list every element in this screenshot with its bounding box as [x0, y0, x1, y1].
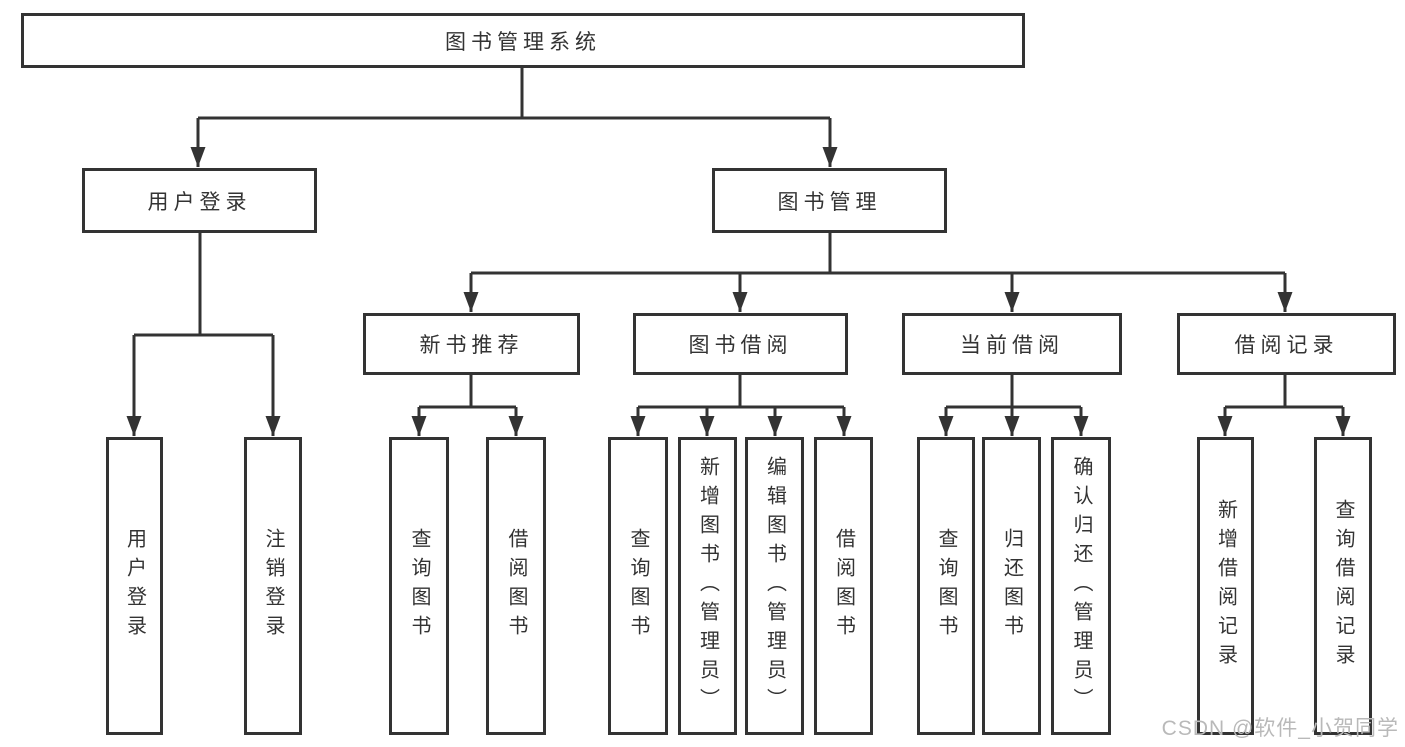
leaf-recommend-query-books: 查询图书	[389, 437, 449, 735]
leaf-current-query-books: 查询图书	[917, 437, 975, 735]
leaf-borrow-query-books: 查询图书	[608, 437, 668, 735]
node-root: 图书管理系统	[21, 13, 1025, 68]
leaf-borrow-edit-books-admin: 编辑图书（管理员）	[745, 437, 804, 735]
leaf-current-confirm-return-admin: 确认归还（管理员）	[1051, 437, 1111, 735]
leaf-user-login: 用户登录	[106, 437, 163, 735]
csdn-watermark: CSDN @软件_小贺同学	[1161, 717, 1399, 740]
leaf-borrow-borrow-books: 借阅图书	[814, 437, 873, 735]
node-current-borrow: 当前借阅	[902, 313, 1122, 375]
leaf-records-query-record: 查询借阅记录	[1314, 437, 1372, 735]
node-book-borrow: 图书借阅	[633, 313, 848, 375]
node-borrow-records: 借阅记录	[1177, 313, 1396, 375]
node-book-management: 图书管理	[712, 168, 947, 233]
connector-arrows	[126, 118, 1351, 436]
node-user-login: 用户登录	[82, 168, 317, 233]
leaf-borrow-add-books-admin: 新增图书（管理员）	[678, 437, 737, 735]
leaf-records-add-record: 新增借阅记录	[1197, 437, 1254, 735]
leaf-recommend-borrow-books: 借阅图书	[486, 437, 546, 735]
leaf-current-return-books: 归还图书	[982, 437, 1041, 735]
leaf-logout: 注销登录	[244, 437, 302, 735]
node-new-book-recommend: 新书推荐	[363, 313, 580, 375]
